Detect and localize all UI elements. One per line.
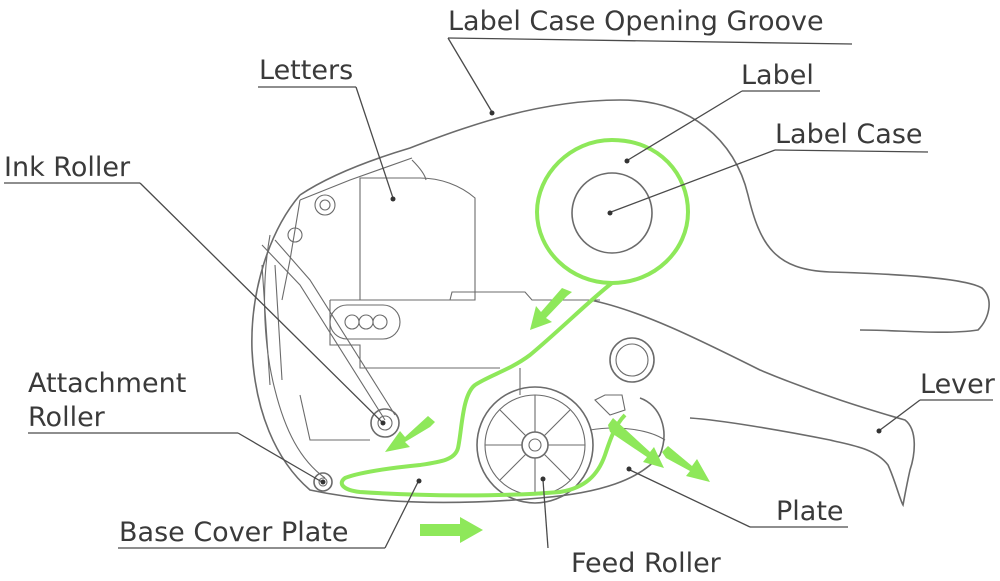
- small-wheel-inner: [615, 343, 649, 377]
- base-cover-plate-dot: [416, 478, 422, 484]
- label-dot: [624, 158, 630, 164]
- ink-roller-label: Ink Roller: [4, 152, 131, 183]
- attachment-roller-inner: [318, 477, 328, 487]
- adjust-knob-1: [344, 314, 360, 330]
- ink-roller-outer: [370, 408, 400, 438]
- lower-body-outline: [251, 194, 665, 504]
- adjust-knob-2: [358, 314, 374, 330]
- groove-dot: [489, 110, 495, 116]
- spring-coil-3: [287, 227, 303, 243]
- plate-shape: [594, 394, 626, 416]
- front-guard: [281, 157, 413, 301]
- label-case-opening-groove-label: Label Case Opening Groove: [448, 6, 824, 37]
- ink-roller-inner: [377, 415, 393, 431]
- feed-roller-leader: [542, 479, 549, 549]
- lever-outline: [589, 299, 916, 508]
- inner-housing: [263, 234, 326, 479]
- letters-label: Letters: [259, 55, 353, 86]
- plate-dot: [626, 466, 632, 472]
- plate-edge: [589, 427, 666, 441]
- label-feed-path: [339, 281, 627, 498]
- labeler-body-outline: [299, 99, 990, 334]
- attachment-roller-dot: [320, 479, 326, 485]
- lower-frame: [299, 368, 521, 441]
- lever-label: Lever: [920, 369, 996, 400]
- label-case-dot: [607, 210, 613, 216]
- adjust-knob-3: [372, 314, 388, 330]
- label-leader: [627, 90, 743, 161]
- spring-coil-2: [319, 199, 331, 211]
- base-cover-plate-leader: [384, 481, 419, 549]
- pivot-arm: [261, 264, 283, 386]
- groove-leader: [447, 37, 493, 113]
- feed-roller-dot: [540, 476, 546, 482]
- arrow-down-left: [530, 288, 572, 330]
- attachment-label-line1: Attachment: [28, 368, 186, 399]
- label-case-hub: [571, 172, 653, 254]
- label-label: Label: [741, 60, 814, 91]
- ink-roller-dot: [380, 420, 386, 426]
- plate-leader: [629, 469, 751, 528]
- feed-roller: [476, 386, 594, 504]
- label-case-label: Label Case: [775, 119, 923, 150]
- attachment-label-line2: Roller: [28, 402, 106, 433]
- upper-jaw: [411, 159, 427, 181]
- groove-underline: [447, 37, 853, 45]
- arrow-down-right: [662, 446, 710, 482]
- arrow-right-bottom: [420, 517, 483, 543]
- feed-roller-label: Feed Roller: [571, 548, 722, 579]
- adjust-slot: [329, 304, 401, 340]
- frame-plate: [329, 291, 600, 369]
- spring-coil-1: [314, 194, 336, 216]
- lever-dot: [876, 428, 882, 434]
- attachment-roller-leader: [237, 432, 323, 483]
- label-case-underline: [774, 149, 929, 153]
- base-cover-plate-label: Base Cover Plate: [119, 517, 349, 548]
- letters-block: [359, 177, 476, 301]
- arrow-left-lower: [385, 416, 435, 452]
- ink-arm: [261, 239, 396, 421]
- letters-dot: [390, 196, 396, 202]
- label-case-leader: [610, 149, 776, 213]
- plate-label: Plate: [776, 496, 844, 527]
- letters-leader: [355, 86, 394, 199]
- ink-roller-leader: [139, 182, 383, 423]
- lever-leader: [879, 399, 921, 431]
- attachment-roller-outer: [313, 472, 333, 492]
- small-wheel-outer: [609, 337, 655, 383]
- arrow-exit: [608, 418, 664, 468]
